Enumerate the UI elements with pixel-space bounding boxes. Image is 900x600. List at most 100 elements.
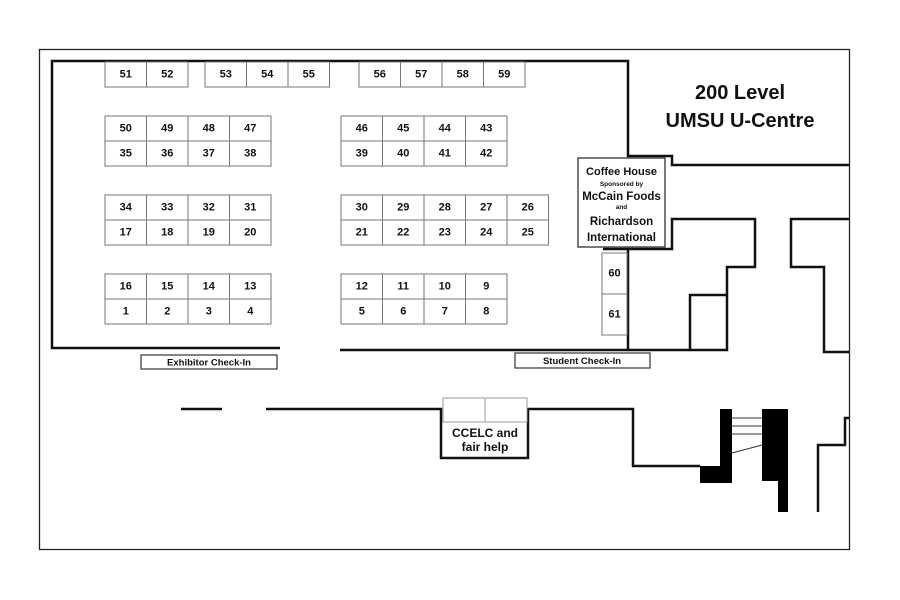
booth-13[interactable]: 13 (229, 273, 272, 300)
booth-26[interactable]: 26 (506, 194, 549, 221)
booth-43[interactable]: 43 (465, 115, 508, 142)
booth-outline (382, 273, 425, 300)
booth-46[interactable]: 46 (340, 115, 383, 142)
booth-number: 14 (203, 281, 216, 293)
booth-outline (104, 298, 147, 325)
booth-number: 55 (303, 69, 315, 81)
exhibitor-checkin[interactable]: Exhibitor Check-In (140, 354, 278, 370)
booth-9[interactable]: 9 (465, 273, 508, 300)
booth-23[interactable]: 23 (423, 219, 466, 246)
booth-57[interactable]: 57 (400, 61, 443, 88)
booth-12[interactable]: 12 (340, 273, 383, 300)
booth-14[interactable]: 14 (187, 273, 230, 300)
booth-54[interactable]: 54 (246, 61, 289, 88)
booth-outline (287, 61, 330, 88)
booth-41[interactable]: 41 (423, 140, 466, 167)
small-room-wall (688, 293, 727, 350)
booth-7[interactable]: 7 (423, 298, 466, 325)
student-checkin-label: Student Check-In (543, 356, 621, 367)
booth-44[interactable]: 44 (423, 115, 466, 142)
booth-number: 7 (442, 306, 448, 318)
booth-16[interactable]: 16 (104, 273, 147, 300)
booth-number: 48 (203, 123, 215, 135)
booth-20[interactable]: 20 (229, 219, 272, 246)
booth-number: 44 (439, 123, 452, 135)
booth-10[interactable]: 10 (423, 273, 466, 300)
booth-number: 35 (120, 148, 132, 160)
booth-number: 13 (244, 281, 256, 293)
booth-11[interactable]: 11 (382, 273, 425, 300)
booth-31[interactable]: 31 (229, 194, 272, 221)
booth-4[interactable]: 4 (229, 298, 272, 325)
booth-number: 29 (397, 202, 409, 214)
stairs-icon (700, 409, 788, 512)
student-checkin[interactable]: Student Check-In (514, 352, 651, 369)
booth-51[interactable]: 51 (104, 61, 147, 88)
booth-outline (483, 61, 526, 88)
booth-22[interactable]: 22 (382, 219, 425, 246)
booth-number: 5 (359, 306, 365, 318)
booth-2[interactable]: 2 (146, 298, 189, 325)
booth-25[interactable]: 25 (506, 219, 549, 246)
booth-29[interactable]: 29 (382, 194, 425, 221)
booth-52[interactable]: 52 (146, 61, 189, 88)
fair-help-label: fair help (462, 440, 509, 454)
booth-outline (382, 115, 425, 142)
booth-6[interactable]: 6 (382, 298, 425, 325)
booth-15[interactable]: 15 (146, 273, 189, 300)
booth-39[interactable]: 39 (340, 140, 383, 167)
booth-outline (187, 298, 230, 325)
booth-33[interactable]: 33 (146, 194, 189, 221)
ccelc-help-desk[interactable]: CCELC and fair help (442, 397, 528, 454)
booth-61[interactable]: 61 (601, 293, 628, 336)
booth-24[interactable]: 24 (465, 219, 508, 246)
booth-5[interactable]: 5 (340, 298, 383, 325)
booth-49[interactable]: 49 (146, 115, 189, 142)
booth-number: 30 (356, 202, 368, 214)
booth-19[interactable]: 19 (187, 219, 230, 246)
booth-outline (423, 219, 466, 246)
booth-58[interactable]: 58 (441, 61, 484, 88)
booth-56[interactable]: 56 (358, 61, 401, 88)
booth-36[interactable]: 36 (146, 140, 189, 167)
booth-outline (400, 61, 443, 88)
booth-27[interactable]: 27 (465, 194, 508, 221)
booth-50[interactable]: 50 (104, 115, 147, 142)
booth-3[interactable]: 3 (187, 298, 230, 325)
booth-28[interactable]: 28 (423, 194, 466, 221)
booth-47[interactable]: 47 (229, 115, 272, 142)
booth-outline (104, 140, 147, 167)
booth-55[interactable]: 55 (287, 61, 330, 88)
booth-8[interactable]: 8 (465, 298, 508, 325)
booth-number: 28 (439, 202, 451, 214)
booth-35[interactable]: 35 (104, 140, 147, 167)
booth-30[interactable]: 30 (340, 194, 383, 221)
booth-17[interactable]: 17 (104, 219, 147, 246)
booth-53[interactable]: 53 (204, 61, 247, 88)
booth-outline (146, 194, 189, 221)
booth-number: 3 (206, 306, 212, 318)
booth-38[interactable]: 38 (229, 140, 272, 167)
booth-60[interactable]: 60 (601, 252, 628, 295)
booth-outline (340, 298, 383, 325)
booth-18[interactable]: 18 (146, 219, 189, 246)
booth-1[interactable]: 1 (104, 298, 147, 325)
booth-59[interactable]: 59 (483, 61, 526, 88)
ccelc-label: CCELC and (452, 426, 518, 440)
booth-number: 37 (203, 148, 215, 160)
booth-37[interactable]: 37 (187, 140, 230, 167)
booth-40[interactable]: 40 (382, 140, 425, 167)
booth-outline (340, 140, 383, 167)
booth-42[interactable]: 42 (465, 140, 508, 167)
sponsor-international: International (587, 232, 656, 244)
booth-45[interactable]: 45 (382, 115, 425, 142)
booth-34[interactable]: 34 (104, 194, 147, 221)
booth-outline (601, 252, 628, 295)
booth-number: 15 (161, 281, 173, 293)
booth-number: 11 (397, 281, 409, 293)
booth-21[interactable]: 21 (340, 219, 383, 246)
booth-48[interactable]: 48 (187, 115, 230, 142)
booth-32[interactable]: 32 (187, 194, 230, 221)
coffee-house[interactable]: Coffee House Sponsored by McCain Foods a… (577, 157, 666, 248)
